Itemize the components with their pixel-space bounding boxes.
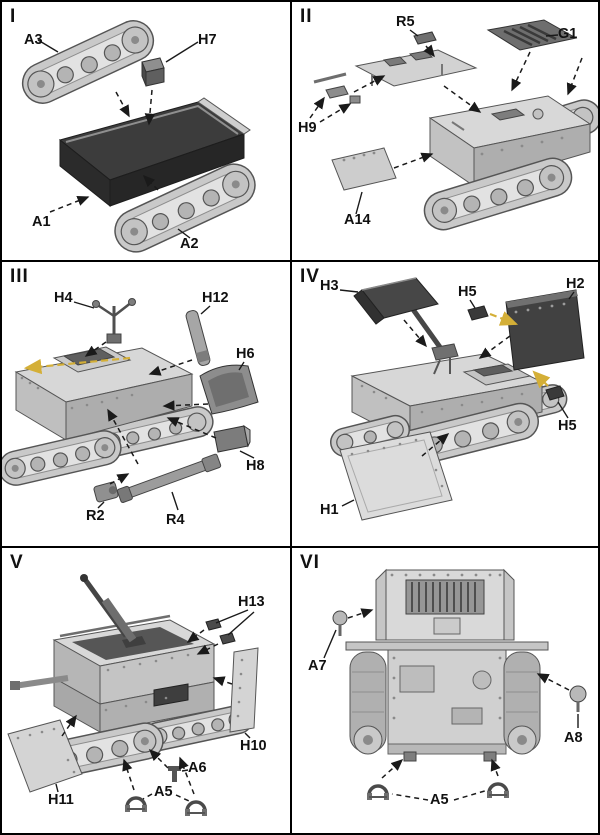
part-label-h7: H7 (198, 32, 217, 48)
shackle-a5 (185, 800, 207, 816)
part-label-a7: A7 (308, 658, 327, 674)
panel-numeral: III (10, 266, 29, 287)
panel-numeral: I (10, 6, 17, 27)
panel-numeral: V (10, 552, 24, 573)
part-h5-b (545, 385, 565, 401)
part-label-r5: R5 (396, 14, 415, 30)
part-label-a1: A1 (32, 214, 51, 230)
part-a6 (168, 766, 181, 782)
part-label-a3: A3 (24, 32, 43, 48)
floor-subassembly (354, 49, 478, 87)
part-h7 (141, 57, 165, 87)
panel-numeral: IV (300, 266, 320, 287)
panel-ii-illustration (309, 19, 598, 231)
part-label-h5: H5 (458, 284, 477, 300)
hull (14, 346, 194, 441)
part-label-a5: A5 (430, 792, 449, 808)
track-near (423, 157, 573, 231)
vehicle-rear (345, 568, 549, 762)
panel-numeral: VI (300, 552, 320, 573)
track-a3 (21, 20, 155, 104)
panel-iv-illustration (330, 277, 585, 521)
part-h5-a (467, 305, 489, 321)
panel-v-illustration (7, 574, 259, 816)
track-a2 (114, 163, 256, 253)
part-label-a6: A6 (188, 760, 207, 776)
panel-numeral: II (300, 6, 313, 27)
part-a8 (569, 685, 587, 712)
part-label-h9: H9 (298, 120, 317, 136)
parts-h13 (205, 618, 222, 631)
part-label-r4: R4 (166, 512, 185, 528)
part-label-a8: A8 (564, 730, 583, 746)
part-h8 (213, 424, 251, 453)
shackle-a5 (487, 782, 509, 798)
part-label-h2: H2 (566, 276, 585, 292)
part-label-h4: H4 (54, 290, 73, 306)
panel-vi-illustration (323, 568, 587, 801)
part-h10 (229, 647, 259, 733)
part-label-h3: H3 (320, 278, 339, 294)
part-label-a5: A5 (154, 784, 173, 800)
parts-h9 (313, 72, 361, 104)
part-a14 (331, 147, 397, 191)
part-label-g1: G1 (558, 26, 578, 42)
part-h6 (199, 364, 259, 415)
part-r5 (413, 31, 437, 45)
part-label-h13: H13 (238, 594, 265, 610)
part-a7 (332, 610, 348, 636)
part-label-a2: A2 (180, 236, 199, 252)
part-h3 (353, 277, 439, 325)
part-h11 (7, 719, 83, 793)
part-g1 (486, 19, 578, 51)
part-label-h8: H8 (246, 458, 265, 474)
parts-h13 (219, 632, 236, 645)
part-label-h10: H10 (240, 738, 267, 754)
part-label-h1: H1 (320, 502, 339, 518)
track-near (2, 430, 122, 486)
part-label-h12: H12 (202, 290, 229, 306)
shackle-a5 (125, 796, 147, 812)
part-label-h11: H11 (48, 792, 74, 808)
part-h4 (92, 298, 136, 344)
part-label-r2: R2 (86, 508, 105, 524)
part-h2 (505, 289, 585, 371)
part-r4 (116, 453, 222, 503)
panel-iii-illustration (2, 298, 259, 511)
track-left (330, 414, 410, 458)
panel-i-illustration (21, 20, 256, 253)
hull-underside (58, 97, 251, 208)
vehicle (10, 574, 216, 733)
part-label-h5: H5 (558, 418, 577, 434)
part-h12 (185, 310, 211, 366)
chassis (428, 95, 592, 187)
shackle-a5 (367, 784, 389, 800)
part-r2 (93, 481, 119, 503)
part-label-a14: A14 (344, 212, 371, 228)
part-label-h6: H6 (236, 346, 255, 362)
